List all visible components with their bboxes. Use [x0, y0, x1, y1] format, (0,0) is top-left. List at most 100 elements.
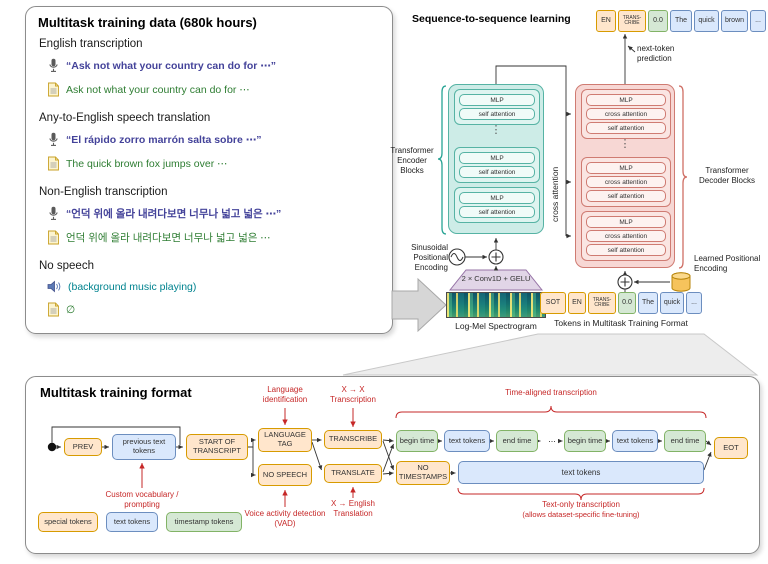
node-eot: EOT	[714, 437, 748, 459]
token: The	[638, 292, 658, 314]
transcript-text: The quick brown fox jumps over ⋯	[66, 157, 228, 170]
self-attention-cell: self attention	[586, 190, 666, 202]
decoder-blocks-label: Transformer Decoder Blocks	[698, 166, 756, 185]
conv-gelu-label: 2 × Conv1D + GELU	[461, 274, 531, 283]
node-text-tokens-2: text tokens	[612, 430, 658, 452]
mlp-cell: MLP	[586, 162, 666, 174]
database-icon	[671, 272, 691, 292]
speech-example-row: “언덕 위에 올라 내려다보면 너무나 넓고 넓은 ⋯”	[47, 206, 281, 221]
legend-special-tokens: special tokens	[38, 512, 98, 532]
decoder-block: MLP cross attention self attention	[581, 157, 671, 207]
section-heading-non-english: Non-English transcription	[39, 186, 168, 198]
encoder-block: MLP self attention	[454, 89, 540, 125]
node-transcribe: TRANSCRIBE	[324, 430, 382, 449]
learned-positional-encoding-label: Learned Positional Encoding	[694, 254, 761, 273]
encoder-ellipsis: ⋮	[490, 124, 502, 136]
mlp-cell: MLP	[459, 152, 535, 164]
transcript-example-row: 언덕 위에 올라 내려다보면 너무나 넓고 넓은 ⋯	[47, 230, 271, 245]
funnel-shape	[342, 333, 759, 376]
speaker-icon	[47, 280, 61, 293]
node-end-time-2: end time	[664, 430, 706, 452]
section-heading-english-transcription: English transcription	[39, 38, 143, 50]
transcript-text: 언덕 위에 올라 내려다보면 너무나 넓고 넓은 ⋯	[66, 232, 271, 244]
annotation-time-aligned-transcription: Time-aligned transcription	[505, 388, 597, 397]
sine-wave-icon	[448, 248, 466, 266]
decoder-block: MLP cross attention self attention	[581, 89, 671, 139]
tokens-caption: Tokens in Multitask Training Format	[554, 318, 688, 328]
annotation-text-only-line2: (allows dataset-specific fine-tuning)	[522, 509, 640, 519]
transcript-text: Ask not what your country can do for ⋯	[66, 83, 250, 96]
cross-attention-axis-label: cross attention	[550, 166, 560, 222]
plus-circle-icon	[488, 249, 504, 265]
node-previous-text-tokens: previous text tokens	[112, 434, 176, 460]
mlp-cell: MLP	[586, 94, 666, 106]
speech-text: “Ask not what your country can do for ⋯”	[66, 59, 277, 72]
decoder-block: MLP cross attention self attention	[581, 211, 671, 261]
document-icon	[48, 230, 59, 245]
seq2seq-title: Sequence-to-sequence learning	[412, 13, 571, 25]
flow-ellipsis: ...	[548, 434, 556, 444]
sinusoidal-positional-encoding-label: Sinusoidal Positional Encoding	[411, 243, 448, 272]
document-icon	[48, 302, 59, 317]
cross-attention-cell: cross attention	[586, 230, 666, 242]
self-attention-cell: self attention	[459, 166, 535, 178]
token: TRANS-CRIBE	[618, 10, 646, 32]
mlp-cell: MLP	[459, 94, 535, 106]
legend-timestamp-tokens: timestamp tokens	[166, 512, 242, 532]
node-prev: PREV	[64, 438, 102, 456]
document-icon	[48, 82, 59, 97]
token: TRANS-CRIBE	[588, 292, 616, 314]
node-begin-time-1: begin time	[396, 430, 438, 452]
token: The	[670, 10, 692, 32]
token: ...	[686, 292, 702, 314]
training-format-title: Multitask training format	[40, 385, 192, 400]
log-mel-spectrogram-image	[446, 292, 546, 318]
token: quick	[660, 292, 684, 314]
next-token-prediction-label: next-token prediction	[637, 44, 675, 63]
plus-circle-icon	[617, 274, 633, 290]
legend-text-tokens: text tokens	[106, 512, 158, 532]
annotation-x-to-english-translation: X → English Translation	[330, 499, 376, 518]
transcript-example-row: The quick brown fox jumps over ⋯	[47, 156, 228, 171]
token: 0.0	[618, 292, 636, 314]
speech-text: “El rápido zorro marrón salta sobre ⋯”	[66, 133, 262, 146]
microphone-icon	[49, 132, 58, 146]
node-no-timestamps: NO TIMESTAMPS	[396, 461, 450, 485]
token: brown	[721, 10, 748, 32]
annotation-x-to-x-transcription: X → X Transcription	[330, 385, 376, 404]
encoder-brace	[437, 85, 447, 235]
token: 0.0	[648, 10, 668, 32]
speech-example-row: (background music playing)	[47, 280, 196, 293]
annotation-voice-activity-detection: Voice activity detection (VAD)	[244, 509, 326, 528]
microphone-icon	[49, 58, 58, 72]
decoder-blocks-container: MLP cross attention self attention MLP c…	[575, 84, 675, 268]
training-data-title: Multitask training data (680k hours)	[38, 15, 257, 30]
annotation-text-only-line1: Text-only transcription	[542, 500, 620, 509]
node-end-time-1: end time	[496, 430, 538, 452]
token: EN	[596, 10, 616, 32]
decoder-ellipsis: ⋮	[619, 138, 631, 150]
document-icon	[48, 156, 59, 171]
node-begin-time-2: begin time	[564, 430, 606, 452]
speech-text: “언덕 위에 올라 내려다보면 너무나 넓고 넓은 ⋯”	[66, 208, 282, 220]
speech-example-row: “El rápido zorro marrón salta sobre ⋯”	[47, 132, 261, 147]
transcript-example-row: ∅	[47, 302, 75, 317]
token: SOT	[540, 292, 566, 314]
token: ...	[750, 10, 766, 32]
self-attention-cell: self attention	[586, 122, 666, 134]
self-attention-cell: self attention	[459, 108, 535, 120]
encoder-block: MLP self attention	[454, 147, 540, 183]
encoder-blocks-container: MLP self attention MLP self attention ML…	[448, 84, 544, 234]
self-attention-cell: self attention	[459, 206, 535, 218]
mlp-cell: MLP	[586, 216, 666, 228]
token: EN	[568, 292, 586, 314]
training-data-panel	[25, 6, 393, 334]
annotation-custom-vocabulary-prompting: Custom vocabulary / prompting	[105, 490, 179, 509]
node-start-of-transcript: START OF TRANSCRIPT	[186, 434, 248, 460]
annotation-language-identification: Language identification	[262, 385, 308, 404]
section-heading-no-speech: No speech	[39, 260, 94, 272]
decoder-brace	[678, 85, 688, 269]
cross-attention-cell: cross attention	[586, 108, 666, 120]
self-attention-cell: self attention	[586, 244, 666, 256]
transcript-text: ∅	[66, 303, 76, 316]
